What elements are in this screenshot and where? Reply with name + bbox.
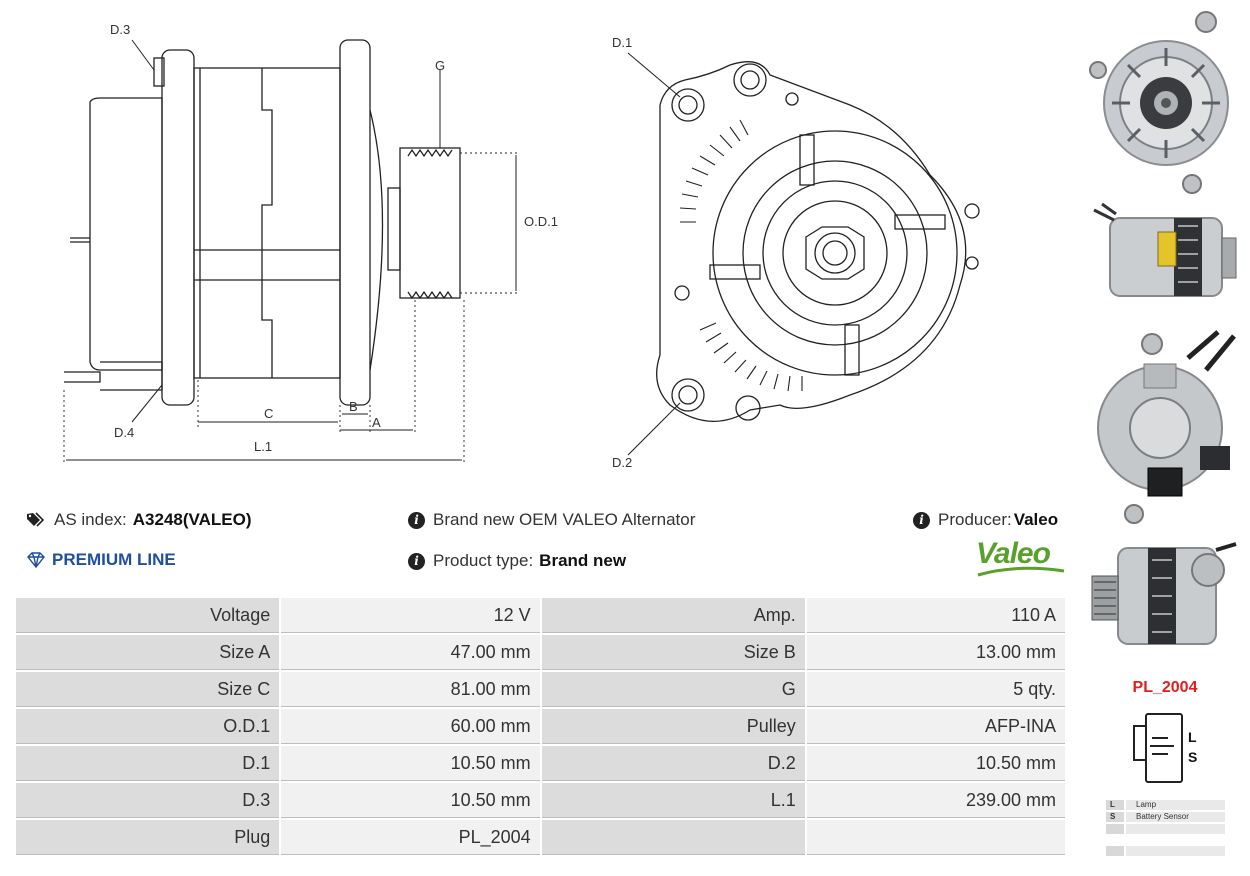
diamond-icon bbox=[27, 552, 45, 568]
pin-l: L bbox=[1188, 729, 1197, 745]
legend-key bbox=[1106, 824, 1124, 834]
product-photo-front[interactable] bbox=[1088, 8, 1240, 194]
legend-value: Battery Sensor bbox=[1126, 812, 1225, 822]
product-type-value: Brand new bbox=[539, 551, 627, 570]
description-text: Brand new OEM VALEO Alternator bbox=[433, 510, 696, 529]
product-photo-angle[interactable] bbox=[1088, 530, 1240, 664]
logo-swoosh bbox=[977, 566, 1065, 577]
legend-value bbox=[1126, 846, 1225, 856]
label-od1: O.D.1 bbox=[524, 214, 558, 229]
plug-legend-row bbox=[1106, 846, 1225, 856]
premium-line-badge: PREMIUM LINE bbox=[26, 550, 176, 570]
info-icon: i bbox=[913, 511, 930, 529]
label-d2: D.2 bbox=[612, 455, 632, 470]
label-l1: L.1 bbox=[254, 439, 272, 454]
label-d3: D.3 bbox=[110, 22, 130, 37]
spec-value bbox=[806, 820, 1065, 855]
spec-label: Amp. bbox=[541, 598, 805, 633]
legend-value: Lamp bbox=[1126, 800, 1225, 810]
spec-label: Size B bbox=[541, 635, 805, 670]
side-view-drawing: D.3 G O.D.1 C B A L.1 D.4 bbox=[63, 22, 558, 465]
spec-label bbox=[541, 820, 805, 855]
spec-label: Plug bbox=[16, 820, 280, 855]
spec-value: 47.00 mm bbox=[281, 635, 540, 670]
spec-value: AFP-INA bbox=[806, 709, 1065, 744]
plug-legend-row: S Battery Sensor bbox=[1106, 812, 1225, 822]
spec-label: D.3 bbox=[16, 783, 280, 818]
spec-label: D.2 bbox=[541, 746, 805, 781]
valeo-logo: Valeo bbox=[976, 534, 1068, 582]
producer: i Producer: Valeo bbox=[913, 510, 1058, 530]
product-photo-rear[interactable] bbox=[1088, 318, 1240, 524]
description: i Brand new OEM VALEO Alternator bbox=[408, 510, 695, 530]
premium-line-text: PREMIUM LINE bbox=[52, 550, 176, 569]
spec-value: 60.00 mm bbox=[281, 709, 540, 744]
product-type-label: Product type: bbox=[433, 551, 534, 570]
spec-value: 10.50 mm bbox=[281, 746, 540, 781]
producer-label: Producer: bbox=[938, 510, 1012, 529]
label-b: B bbox=[349, 399, 358, 414]
spec-value: 13.00 mm bbox=[806, 635, 1065, 670]
front-view-drawing: D.1 D.2 bbox=[612, 35, 980, 470]
plug-connector-diagram: L S bbox=[1133, 713, 1197, 783]
spec-value: PL_2004 bbox=[281, 820, 540, 855]
spec-value: 10.50 mm bbox=[281, 783, 540, 818]
pin-s: S bbox=[1188, 749, 1197, 765]
as-index: AS index: A3248(VALEO) bbox=[26, 510, 251, 530]
spec-label: D.1 bbox=[16, 746, 280, 781]
spec-value: 12 V bbox=[281, 598, 540, 633]
spec-label: O.D.1 bbox=[16, 709, 280, 744]
label-a: A bbox=[372, 415, 381, 430]
label-c: C bbox=[264, 406, 273, 421]
product-type: i Product type: Brand new bbox=[408, 551, 626, 571]
valeo-logo-text: Valeo bbox=[976, 537, 1051, 570]
spec-value: 81.00 mm bbox=[281, 672, 540, 707]
producer-value: Valeo bbox=[1013, 510, 1059, 529]
label-d4: D.4 bbox=[114, 425, 134, 440]
spec-value: 239.00 mm bbox=[806, 783, 1065, 818]
spec-value: 5 qty. bbox=[806, 672, 1065, 707]
plug-legend-row: L Lamp bbox=[1106, 800, 1225, 810]
info-icon: i bbox=[408, 511, 425, 529]
spec-label: L.1 bbox=[541, 783, 805, 818]
spec-value: 10.50 mm bbox=[806, 746, 1065, 781]
product-photo-side[interactable] bbox=[1088, 200, 1240, 308]
spec-label: Size A bbox=[16, 635, 280, 670]
legend-value bbox=[1126, 824, 1225, 834]
legend-key: L bbox=[1106, 800, 1124, 810]
plug-name: PL_2004 bbox=[1132, 679, 1198, 696]
label-d1: D.1 bbox=[612, 35, 632, 50]
plug-legend-row bbox=[1106, 824, 1225, 834]
spec-label: Size C bbox=[16, 672, 280, 707]
label-g: G bbox=[435, 58, 445, 73]
info-icon: i bbox=[408, 552, 425, 570]
as-index-label: AS index: bbox=[54, 510, 127, 529]
spec-label: Pulley bbox=[541, 709, 805, 744]
spec-label: G bbox=[541, 672, 805, 707]
legend-key: S bbox=[1106, 812, 1124, 822]
tag-icon bbox=[27, 512, 45, 527]
spec-label: Voltage bbox=[16, 598, 280, 633]
legend-key bbox=[1106, 846, 1124, 856]
spec-value: 110 A bbox=[806, 598, 1065, 633]
as-index-value: A3248(VALEO) bbox=[132, 510, 252, 529]
